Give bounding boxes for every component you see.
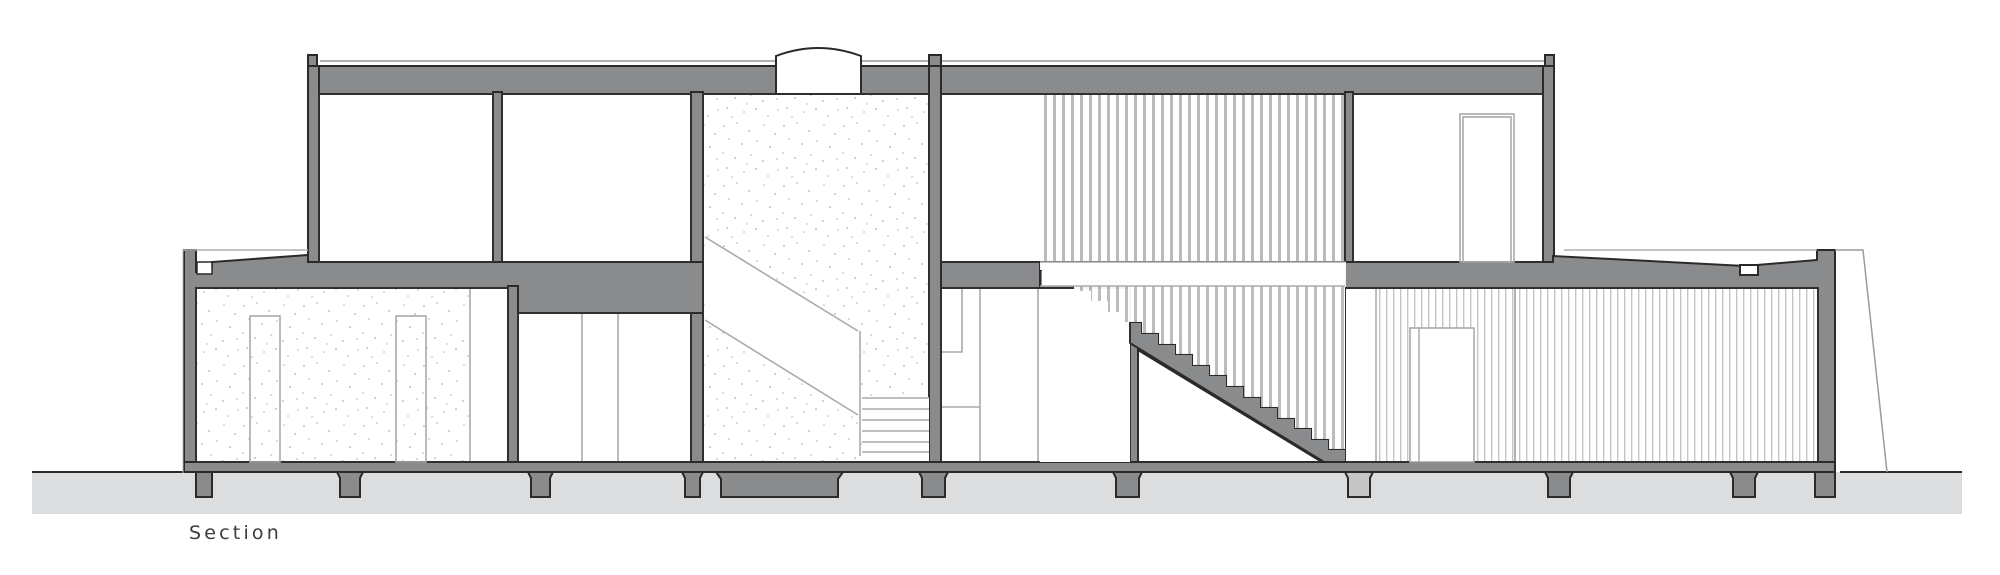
upper-room-1 [318,93,494,263]
retaining-wall [1835,249,1888,473]
drawing-caption: Section [189,522,282,544]
upper-floor [318,93,1544,463]
lower-door-2 [395,315,427,463]
rooflight [775,47,862,95]
upper-room-2 [501,93,692,263]
upper-cladding [1040,95,1344,261]
lower-door-1 [249,315,281,463]
lower-room-left [195,287,509,463]
ground [32,471,1962,514]
secondary-stair [704,236,929,461]
site-lines [182,249,1888,473]
lower-door-right [1409,327,1475,463]
lower-room-mid [517,312,692,463]
lower-floor [195,261,1819,463]
